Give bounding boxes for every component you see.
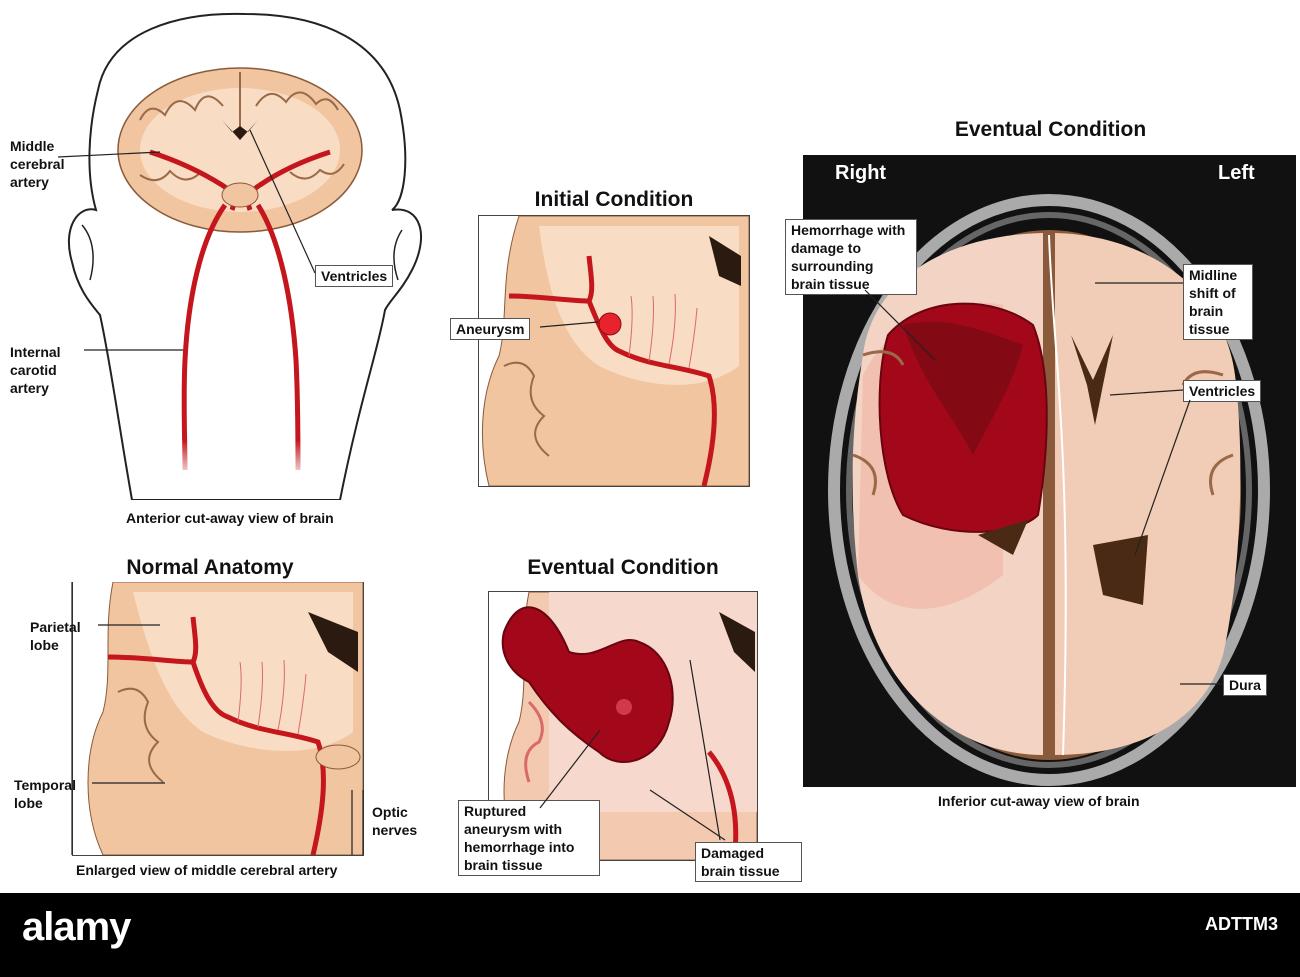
caption-anterior-view: Anterior cut-away view of brain — [126, 510, 334, 526]
title-initial-condition: Initial Condition — [534, 188, 694, 211]
watermark-footer — [0, 893, 1300, 977]
label-optic-nerves: Optic nerves — [372, 804, 418, 838]
label-dura: Dura — [1223, 674, 1267, 696]
title-eventual-condition-small: Eventual Condition — [527, 556, 719, 579]
label-damaged-brain-tissue: Damaged brain tissue — [695, 842, 802, 882]
label-internal-carotid-artery: Internal carotid artery — [10, 344, 61, 396]
watermark-brand: alamy — [22, 905, 131, 949]
internal-carotid-artery-left — [181, 203, 228, 471]
title-normal-anatomy: Normal Anatomy — [126, 556, 294, 579]
initial-condition-frame — [478, 215, 750, 487]
title-eventual-condition-large: Eventual Condition — [954, 118, 1147, 141]
label-left: Left — [1218, 162, 1255, 184]
hemorrhage-mass — [501, 606, 674, 763]
label-aneurysm: Aneurysm — [450, 318, 531, 340]
label-midline-shift: Midline shift of brain tissue — [1183, 264, 1253, 340]
label-ventricles-head: Ventricles — [315, 265, 394, 287]
label-middle-cerebral-artery: Middle cerebral artery — [10, 138, 65, 190]
head-illustration — [67, 12, 422, 500]
initial-condition-illustration — [481, 216, 749, 486]
label-ventricles-scan: Ventricles — [1183, 380, 1262, 402]
normal-anatomy-illustration — [87, 582, 363, 855]
caption-enlarged-view: Enlarged view of middle cerebral artery — [76, 862, 338, 878]
ventricle-shape — [222, 120, 258, 140]
label-right: Right — [835, 162, 887, 184]
caption-inferior-view: Inferior cut-away view of brain — [938, 793, 1140, 809]
label-temporal-lobe: Temporal lobe — [14, 777, 76, 811]
label-ruptured-aneurysm: Ruptured aneurysm with hemorrhage into b… — [458, 800, 600, 876]
label-hemorrhage: Hemorrhage with damage to surrounding br… — [785, 219, 917, 295]
watermark-code: ADTTM3 — [1205, 914, 1278, 934]
aneurysm-bulge — [598, 312, 622, 336]
label-parietal-lobe: Parietal lobe — [30, 619, 81, 653]
normal-anatomy-frame — [72, 582, 364, 856]
